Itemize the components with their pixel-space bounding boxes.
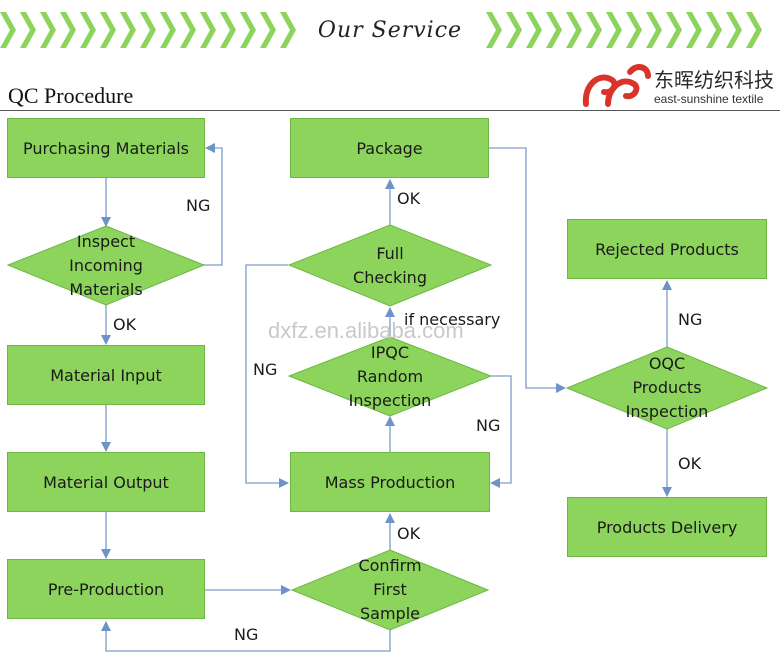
material-output-box: Material Output	[7, 452, 205, 512]
pre-production-box: Pre-Production	[7, 559, 205, 619]
if-necessary-label: if necessary	[404, 310, 501, 329]
right-chevron-banner	[486, 12, 780, 48]
banner-title: Our Service	[317, 18, 463, 43]
oqc-diamond	[565, 346, 769, 430]
oqc-products-inspection-label: OQC Products Inspection	[625, 354, 709, 421]
rejected-products-box: Rejected Products	[567, 219, 767, 279]
edge-package-to-oqc	[489, 147, 566, 393]
package-box: Package	[290, 118, 489, 178]
edge-full-ng-loop	[245, 264, 289, 488]
products-delivery-box: Products Delivery	[567, 497, 767, 557]
logo-chinese-name: 东晖纺织科技	[654, 68, 774, 92]
confirm-diamond	[290, 549, 490, 631]
inspect-ok-label: OK	[113, 315, 137, 334]
mass-production-box: Mass Production	[290, 452, 490, 512]
company-logo-icon	[582, 64, 651, 107]
edge-inspect-ng-loop	[204, 143, 223, 266]
oqc-ok-label: OK	[678, 454, 702, 473]
logo-english-name: east-sunshine textile	[654, 92, 764, 106]
left-chevron-banner	[0, 12, 296, 48]
ipqc-random-inspection-label: IPQC Random Inspection	[348, 342, 432, 410]
confirm-ng-label: NG	[234, 625, 259, 644]
material-input-box: Material Input	[7, 345, 205, 405]
edge-ipqc-ng-right	[490, 375, 512, 488]
inspect-diamond	[6, 225, 206, 306]
ipqc-diamond	[287, 336, 493, 417]
full-checking-label: Full Checking	[353, 243, 427, 287]
title-divider	[0, 110, 780, 111]
watermark: dxfz.en.alibaba.com	[268, 318, 464, 343]
ipqc-ng-left-label: NG	[253, 360, 278, 379]
ipqc-ng-right-label: NG	[476, 416, 501, 435]
inspect-ng-label: NG	[186, 196, 211, 215]
confirm-ok-label: OK	[397, 524, 421, 543]
confirm-first-sample-label: Confirm First Sample	[358, 556, 422, 623]
purchasing-materials-box: Purchasing Materials	[7, 118, 205, 178]
edge-confirm-ng-loop	[101, 621, 391, 652]
page-title: QC Procedure	[8, 83, 134, 108]
inspect-incoming-label: Inspect Incoming Materials	[69, 231, 143, 299]
full-checking-diamond	[287, 224, 493, 307]
oqc-ng-label: NG	[678, 310, 703, 329]
full-ok-label: OK	[397, 189, 421, 208]
